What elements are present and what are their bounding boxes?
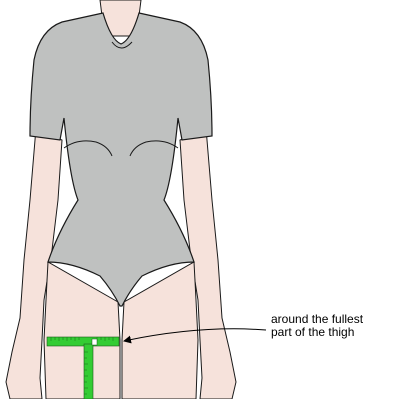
annotation-label: around the fullest part of the thigh	[271, 313, 363, 339]
annotation-line-2: part of the thigh	[271, 326, 363, 339]
